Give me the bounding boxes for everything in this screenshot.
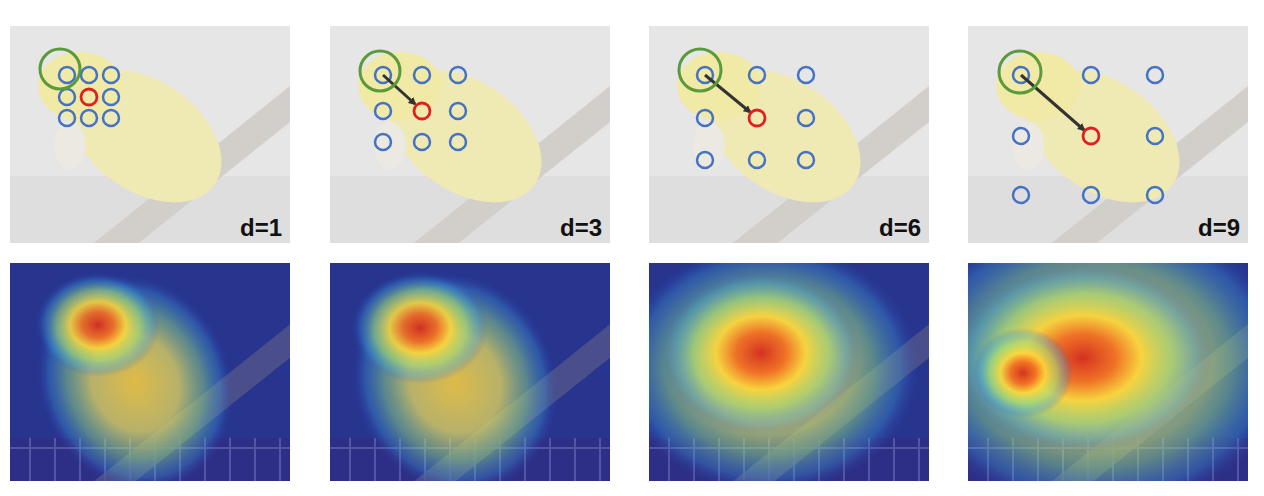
heatmap-panel [330, 263, 610, 481]
dilation-label: d=1 [240, 214, 282, 242]
dilation-panel [330, 26, 610, 243]
dilation-label: d=3 [560, 214, 602, 242]
heatmap-panel [10, 263, 290, 481]
dilation-panel [10, 26, 290, 243]
dilation-panel [649, 26, 929, 243]
dilation-label: d=9 [1198, 214, 1240, 242]
heatmap-panel [968, 263, 1248, 481]
dilation-label: d=6 [879, 214, 921, 242]
dilation-panel [968, 26, 1248, 243]
heatmap-panel [649, 263, 929, 481]
